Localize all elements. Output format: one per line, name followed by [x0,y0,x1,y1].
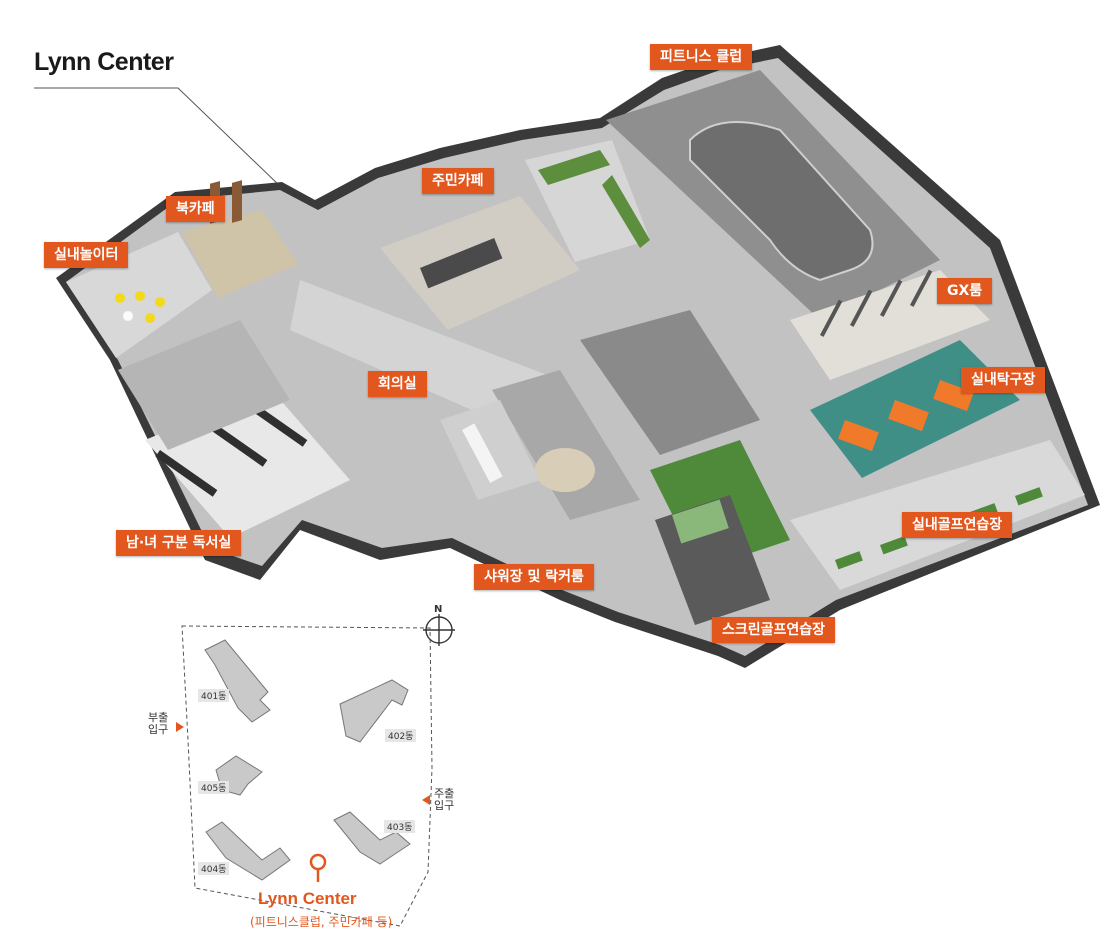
label-shower-locker: 샤워장 및 락커룸 [474,564,594,590]
lounge-floor [118,320,290,450]
label-meeting-room: 회의실 [368,371,427,397]
location-pin-icon [309,853,327,882]
meeting-room-floor [440,400,540,500]
site-buildings [204,639,411,881]
building-403 [333,811,411,865]
building-402 [339,679,409,743]
label-fitness-club: 피트니스 클럽 [650,44,753,70]
label-gx-room: GX룸 [937,278,993,304]
label-indoor-golf: 실내골프연습장 [902,512,1013,538]
label-screen-golf: 스크린골프연습장 [712,617,836,643]
main-entrance-label: 주출 입구 [434,787,455,812]
site-boundary [181,625,433,927]
building-401 [204,639,271,723]
restroom-floor [580,310,760,455]
book-cafe-floor [182,210,298,298]
building-label-405: 405동 [198,781,230,794]
label-study-room: 남·녀 구분 독서실 [116,530,242,556]
building-label-401: 401동 [198,689,230,702]
building-label-404: 404동 [198,862,230,875]
center-desc-label: (피트니스클럽, 주민카페 등) [250,915,393,929]
compass-icon [423,614,455,646]
building-label-402: 402동 [385,729,417,742]
label-indoor-playground: 실내놀이터 [44,242,129,268]
shower-floor [492,370,640,520]
center-name-label: Lynn Center [258,889,357,908]
label-table-tennis: 실내탁구장 [961,367,1046,393]
page-title: Lynn Center [34,48,174,76]
building-404 [205,821,291,881]
north-label: N [434,604,443,615]
corridor-floor [290,280,560,440]
sub-entrance-arrow [176,722,184,732]
label-resident-cafe: 주민카페 [422,168,494,194]
main-entrance-arrow [422,795,430,805]
building-label-403: 403동 [384,820,416,833]
sub-entrance-label: 부출 입구 [148,711,169,736]
label-book-cafe: 북카페 [166,196,225,222]
title-leader-line [34,87,283,189]
